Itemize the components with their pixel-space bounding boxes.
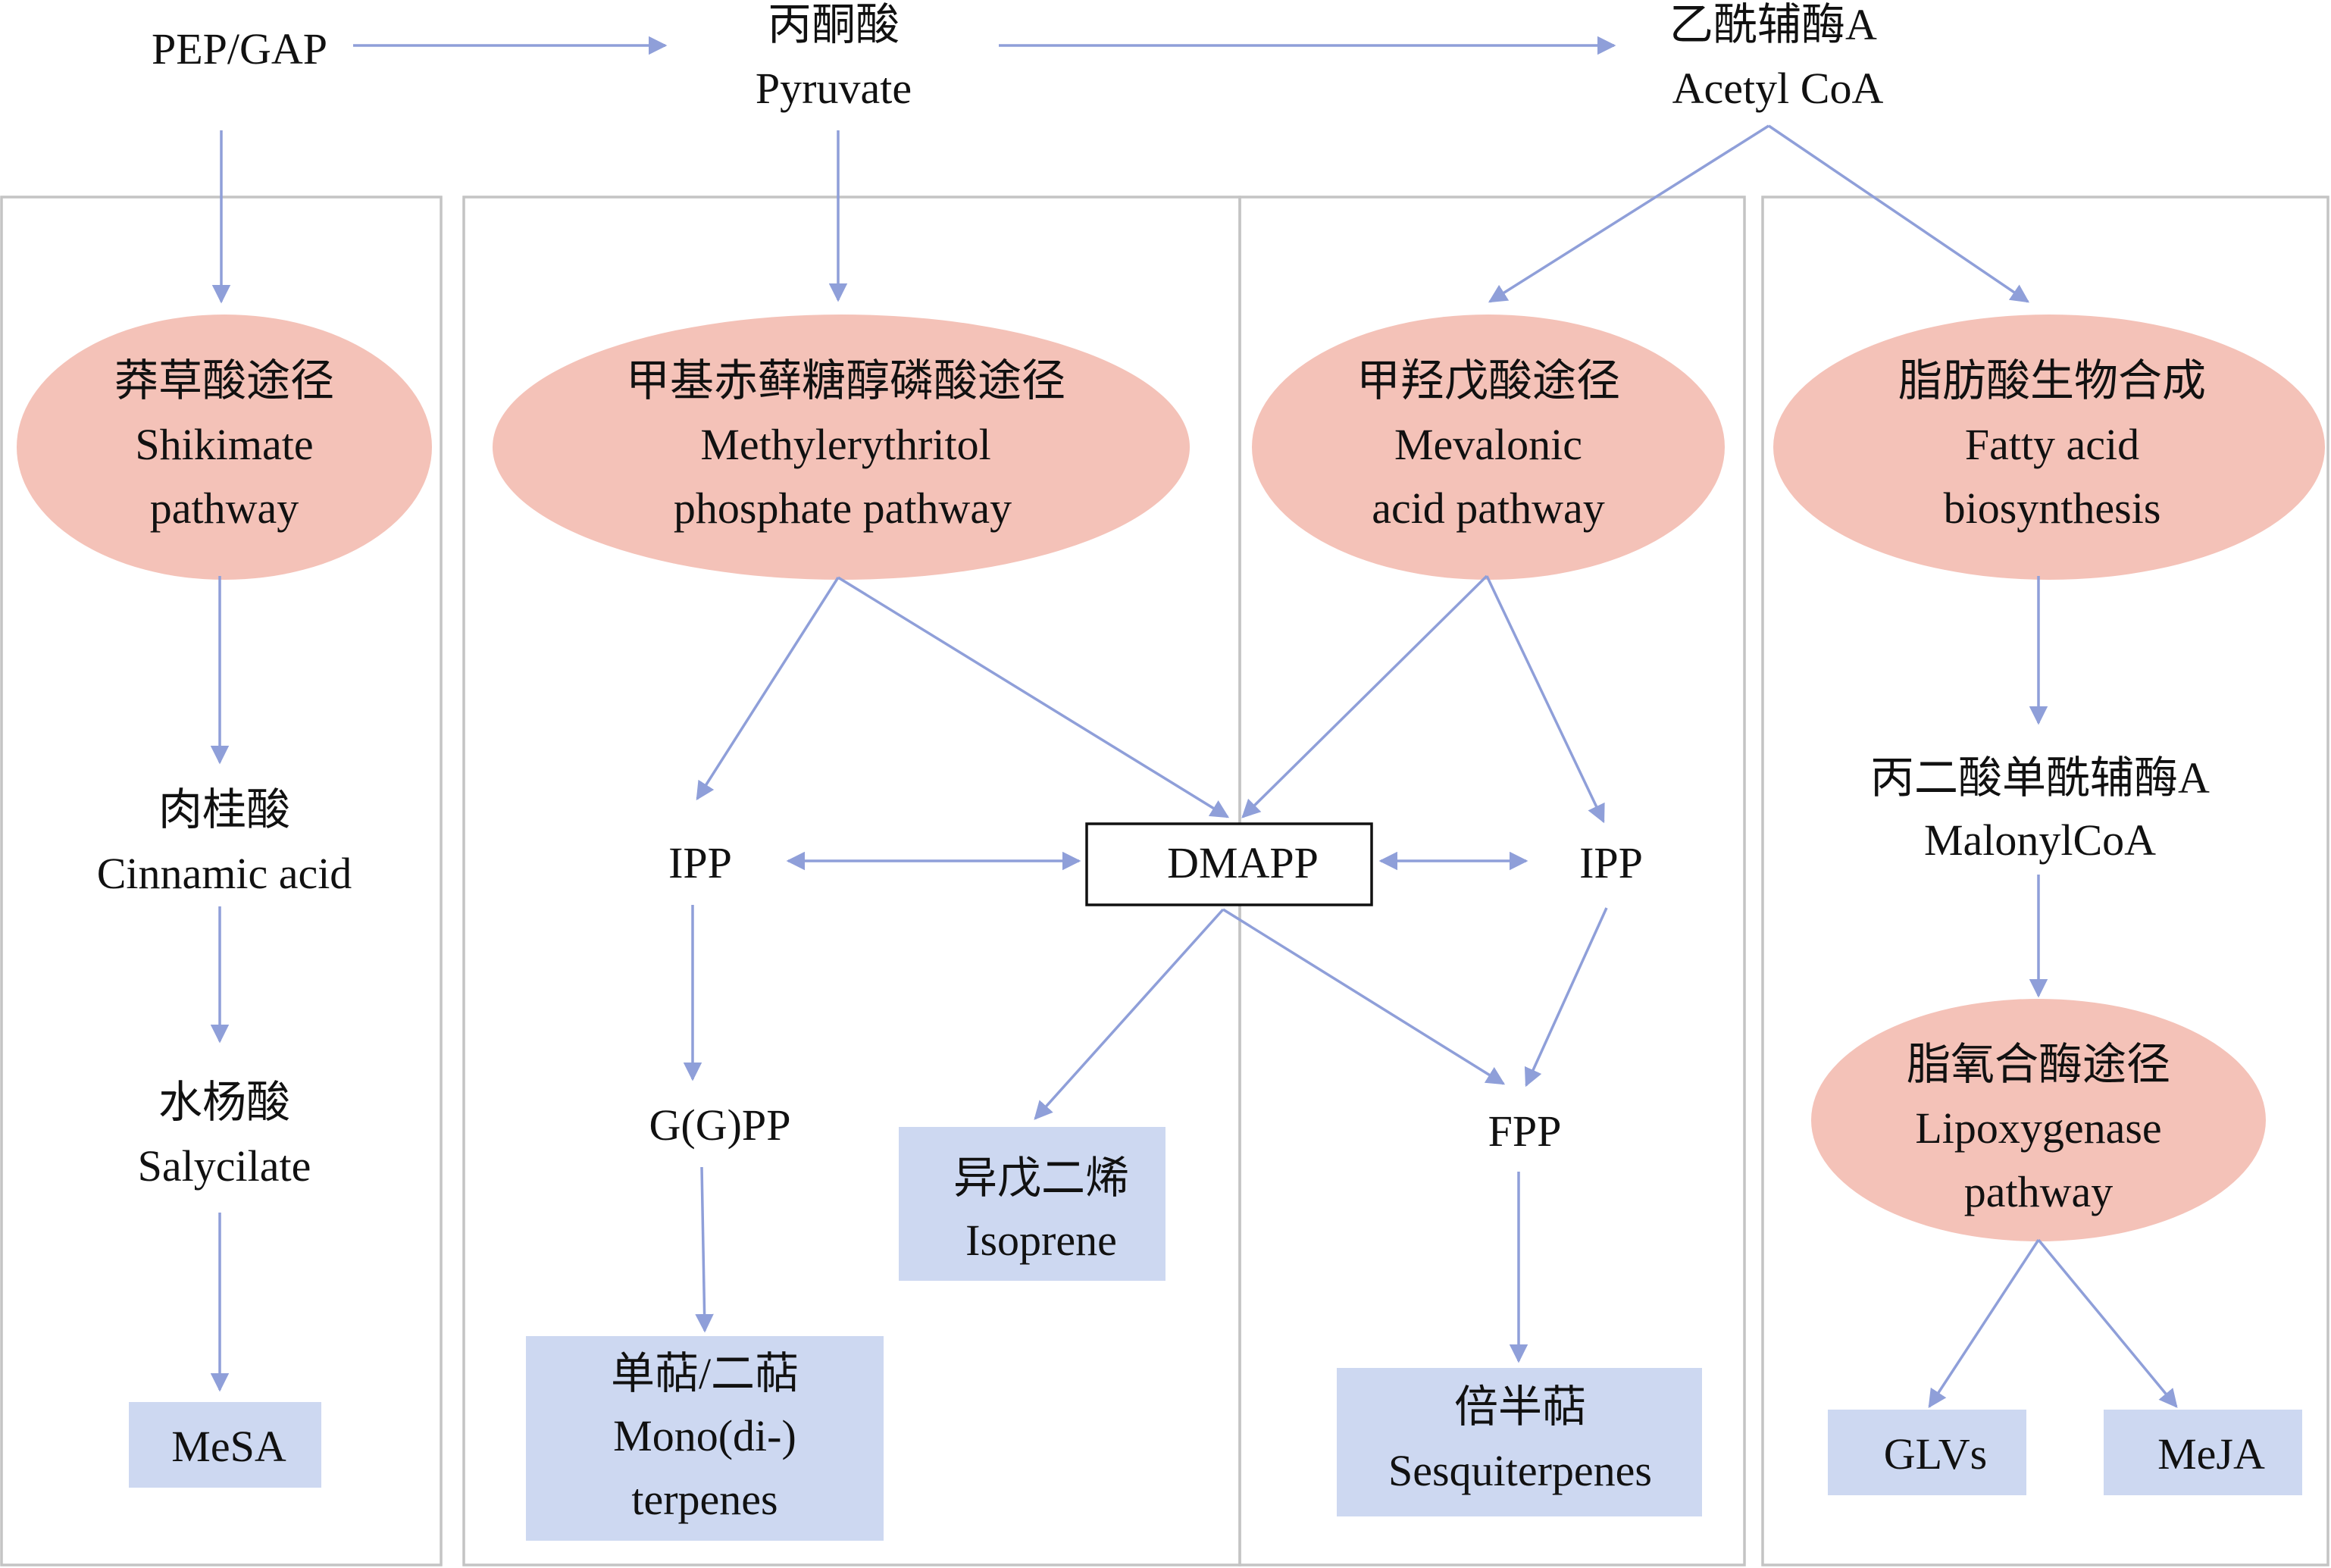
label-cinnamic-cn: 肉桂酸 bbox=[158, 785, 290, 834]
label-mep-en2: phosphate pathway bbox=[674, 484, 1012, 533]
label-pyruvate-en: Pyruvate bbox=[756, 64, 912, 113]
box-meja bbox=[2104, 1410, 2302, 1495]
label-shikimate-cn: 莽草酸途径 bbox=[114, 356, 334, 405]
label-ipp-mep: IPP bbox=[668, 838, 732, 887]
label-lox-en1: Lipoxygenase bbox=[1915, 1103, 2161, 1153]
arrow-dmapp-to-isoprene bbox=[1034, 908, 1225, 1120]
label-terpenes-en1: Mono(di-) bbox=[613, 1411, 796, 1460]
label-salicylate-en: Salycilate bbox=[138, 1141, 311, 1191]
arrow-acetyl-to-mva bbox=[1488, 124, 1769, 303]
panel-fatty-acid bbox=[1761, 196, 2329, 1566]
label-malonyl-en: MalonylCoA bbox=[1924, 815, 2156, 865]
oval-fatty-acid-pathway bbox=[1773, 315, 2325, 580]
label-terpenes-en2: terpenes bbox=[631, 1475, 778, 1524]
label-ipp-mva: IPP bbox=[1579, 838, 1643, 887]
label-salicylate-cn: 水杨酸 bbox=[158, 1078, 290, 1127]
arrow-mva-to-ipp bbox=[1485, 575, 1605, 824]
label-cinnamic-en: Cinnamic acid bbox=[97, 849, 352, 898]
arrows bbox=[210, 36, 2178, 1409]
arrow-mva-to-dmapp bbox=[1241, 574, 1488, 818]
arrow-mep-to-dmapp bbox=[837, 576, 1230, 818]
arrow-ggpp-to-terpenes bbox=[695, 1166, 714, 1333]
label-mep-cn: 甲基赤藓糖醇磷酸途径 bbox=[626, 356, 1065, 405]
oval-mva-pathway bbox=[1252, 315, 1725, 580]
label-fatty-en2: biosynthesis bbox=[1944, 484, 2161, 533]
label-mep-en1: Methylerythritol bbox=[700, 420, 990, 469]
label-isoprene-en: Isoprene bbox=[965, 1216, 1117, 1265]
label-glvs: GLVs bbox=[1884, 1429, 1987, 1479]
label-meja: MeJA bbox=[2157, 1429, 2265, 1479]
label-mva-en2: acid pathway bbox=[1372, 484, 1605, 533]
label-pep-gap: PEP/GAP bbox=[152, 24, 327, 74]
label-shikimate-en1: Shikimate bbox=[135, 420, 313, 469]
label-ggpp: G(G)PP bbox=[649, 1100, 791, 1150]
oval-lipoxygenase-pathway bbox=[1811, 999, 2266, 1241]
oval-shikimate-pathway bbox=[17, 315, 432, 580]
box-mono-di-terpenes bbox=[526, 1336, 884, 1541]
label-dmapp: DMAPP bbox=[1167, 838, 1319, 887]
label-malonyl-cn: 丙二酸单酰辅酶A bbox=[1870, 753, 2210, 803]
box-mesa bbox=[129, 1402, 321, 1488]
label-lox-en2: pathway bbox=[1964, 1167, 2114, 1216]
box-sesquiterpenes bbox=[1337, 1368, 1702, 1516]
label-acetyl-cn: 乙酰辅酶A bbox=[1669, 0, 1877, 49]
labels: PEP/GAP 丙酮酸 Pyruvate 乙酰辅酶A Acetyl CoA 莽草… bbox=[97, 0, 2265, 1524]
label-shikimate-en2: pathway bbox=[150, 484, 299, 533]
arrow-ipp-to-fpp bbox=[1524, 907, 1608, 1088]
box-dmapp bbox=[1085, 822, 1373, 906]
arrow-lox-to-glvs bbox=[1928, 1239, 2040, 1409]
label-isoprene-cn: 异戊二烯 bbox=[953, 1153, 1129, 1203]
label-mva-cn: 甲羟戊酸途径 bbox=[1356, 356, 1620, 405]
box-isoprene bbox=[899, 1127, 1166, 1281]
label-lox-cn: 脂氧合酶途径 bbox=[1907, 1040, 2170, 1089]
label-fatty-cn: 脂肪酸生物合成 bbox=[1898, 356, 2206, 405]
label-mva-en1: Mevalonic bbox=[1394, 420, 1582, 469]
arrow-mep-to-ipp bbox=[696, 577, 840, 801]
label-pyruvate-cn: 丙酮酸 bbox=[768, 0, 900, 49]
label-sesquiterpenes-en: Sesquiterpenes bbox=[1388, 1446, 1652, 1495]
label-sesquiterpenes-cn: 倍半萜 bbox=[1454, 1382, 1586, 1432]
box-glvs bbox=[1828, 1410, 2026, 1495]
arrow-dmapp-to-fpp bbox=[1222, 908, 1506, 1085]
label-fpp: FPP bbox=[1488, 1106, 1562, 1156]
label-fatty-en1: Fatty acid bbox=[1965, 420, 2139, 469]
oval-mep-pathway bbox=[493, 315, 1190, 580]
arrow-lox-to-meja bbox=[2037, 1238, 2178, 1408]
label-mesa: MeSA bbox=[171, 1422, 286, 1471]
arrow-acetyl-to-fatty bbox=[1768, 124, 2030, 303]
label-terpenes-cn: 单萜/二萜 bbox=[611, 1349, 799, 1398]
label-acetyl-en: Acetyl CoA bbox=[1672, 64, 1884, 113]
